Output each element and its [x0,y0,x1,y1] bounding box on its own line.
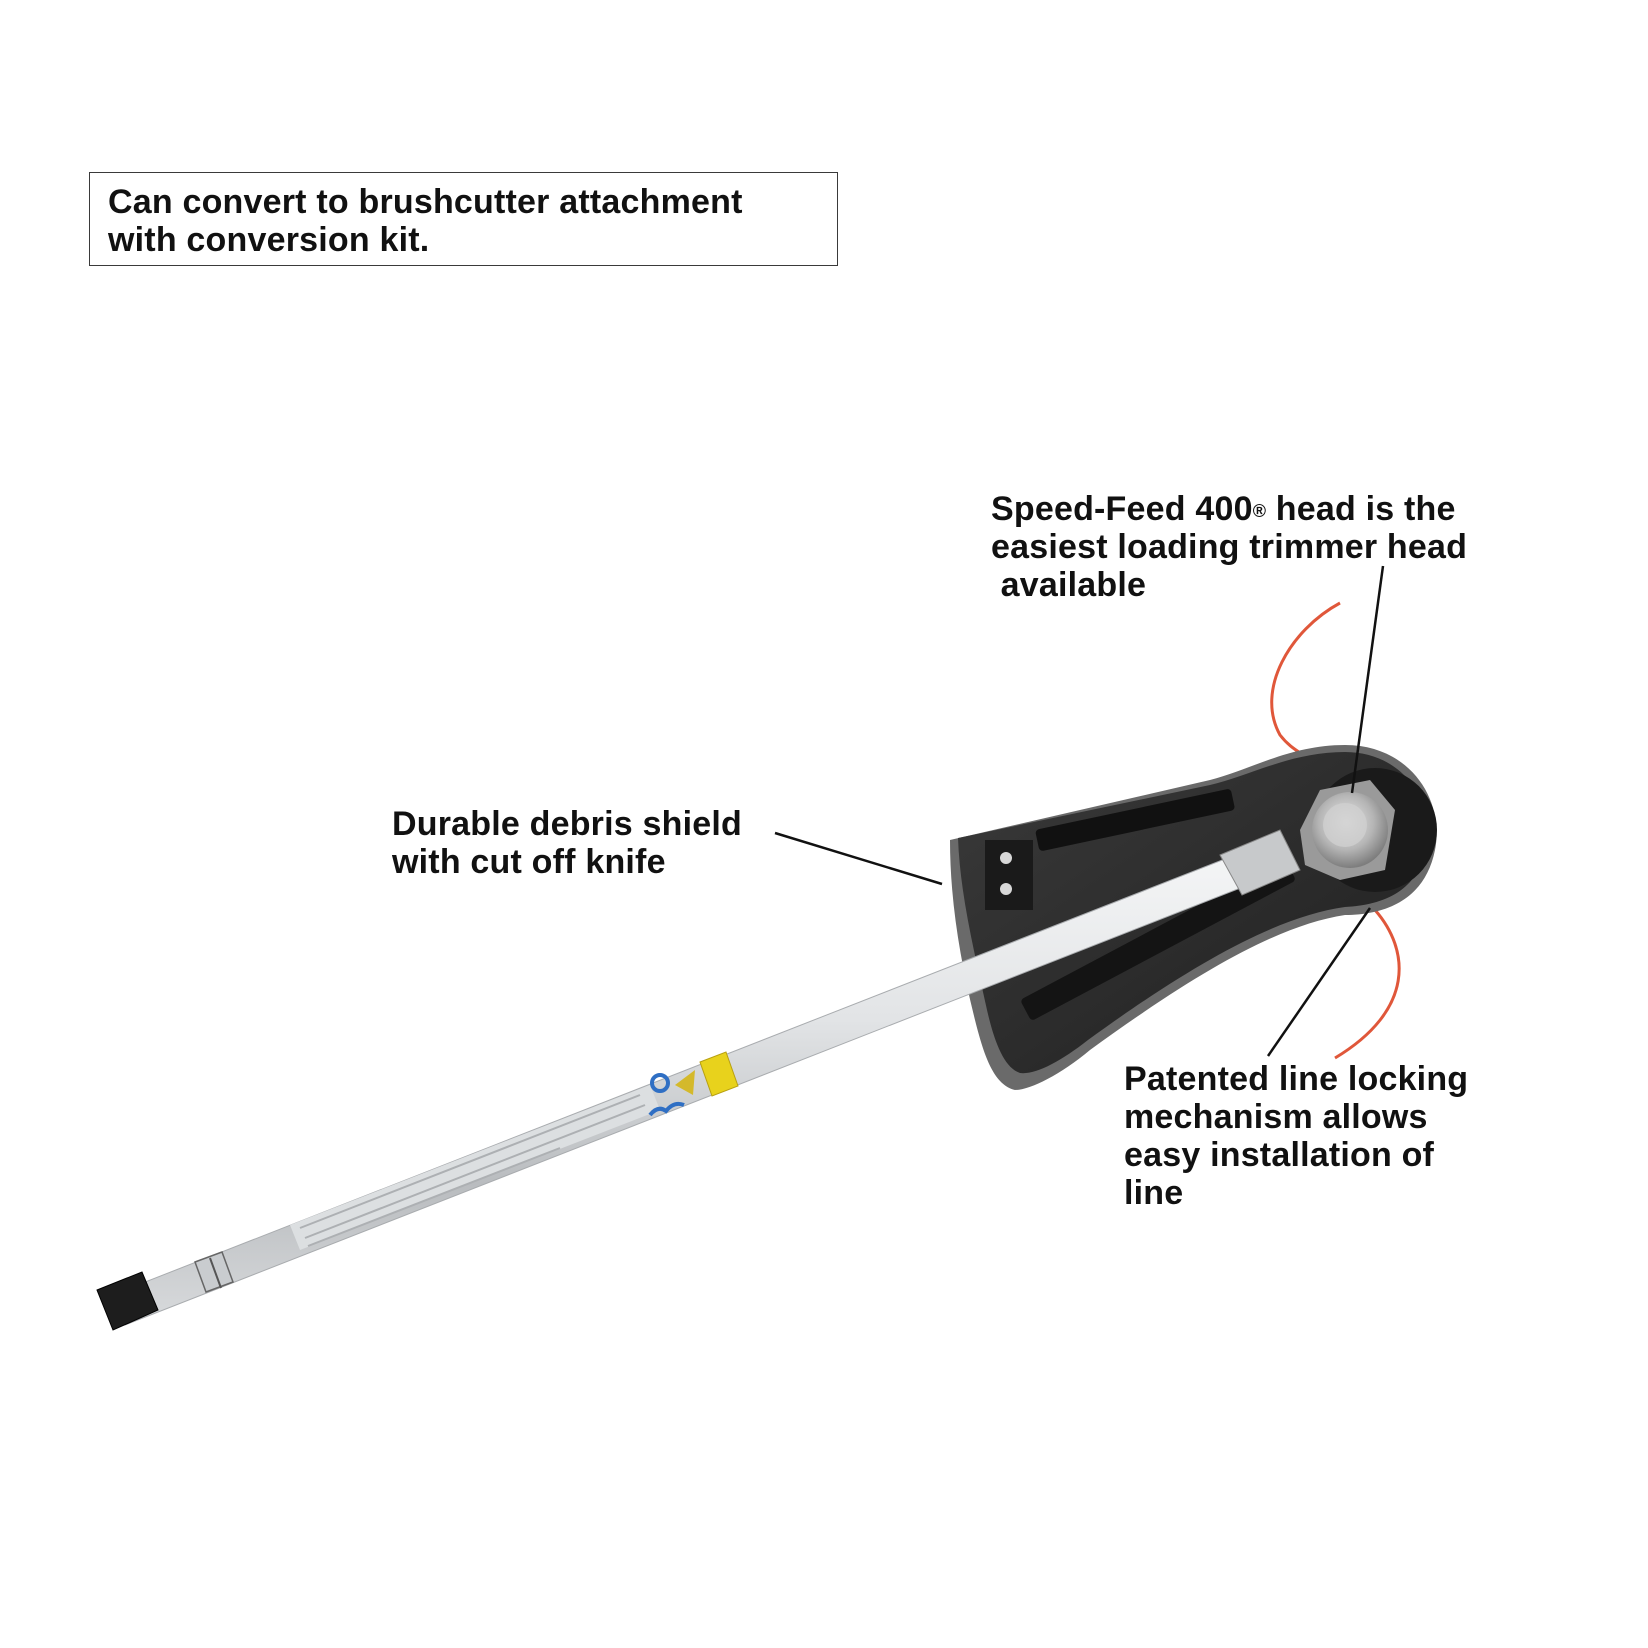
speed-feed-line-1-suffix: head is the [1266,490,1456,528]
debris-shield-line-1: Durable debris shield [392,805,742,843]
line-locking-mechanism-label: Patented line locking mechanism allows e… [1124,1060,1468,1212]
debris-shield-label: Durable debris shield with cut off knife [392,805,742,881]
speed-feed-line-2: easiest loading trimmer head [991,528,1468,566]
line-lock-line-3: easy installation of [1124,1136,1435,1174]
speed-feed-line-1-prefix: Speed-Feed 400 [991,490,1253,528]
leader-line-speed-feed [1350,565,1385,794]
trimmer-head-hub [1300,780,1395,880]
trimmer-line-upper [1270,601,1341,759]
leader-line-line-lock [1266,907,1372,1057]
conversion-kit-callout: Can convert to brushcutter attachment wi… [89,172,838,266]
conversion-kit-text: Can convert to brushcutter attachment wi… [108,183,743,259]
shaft [96,829,1301,1331]
callout-line-2: with conversion kit. [108,221,430,259]
callout-line-1: Can convert to brushcutter attachment [108,183,743,221]
line-lock-line-2: mechanism allows [1124,1098,1428,1136]
leader-line-debris-shield [774,831,943,886]
trimmer-line-lower [1334,909,1401,1060]
line-lock-line-1: Patented line locking [1124,1060,1469,1098]
registered-trademark-mark: ® [1252,501,1267,521]
speed-feed-head-label: Speed-Feed 400® head is the easiest load… [991,490,1467,604]
debris-shield-line-2: with cut off knife [392,843,666,881]
line-lock-line-4: line [1124,1174,1184,1212]
speed-feed-line-3: available [991,566,1147,604]
